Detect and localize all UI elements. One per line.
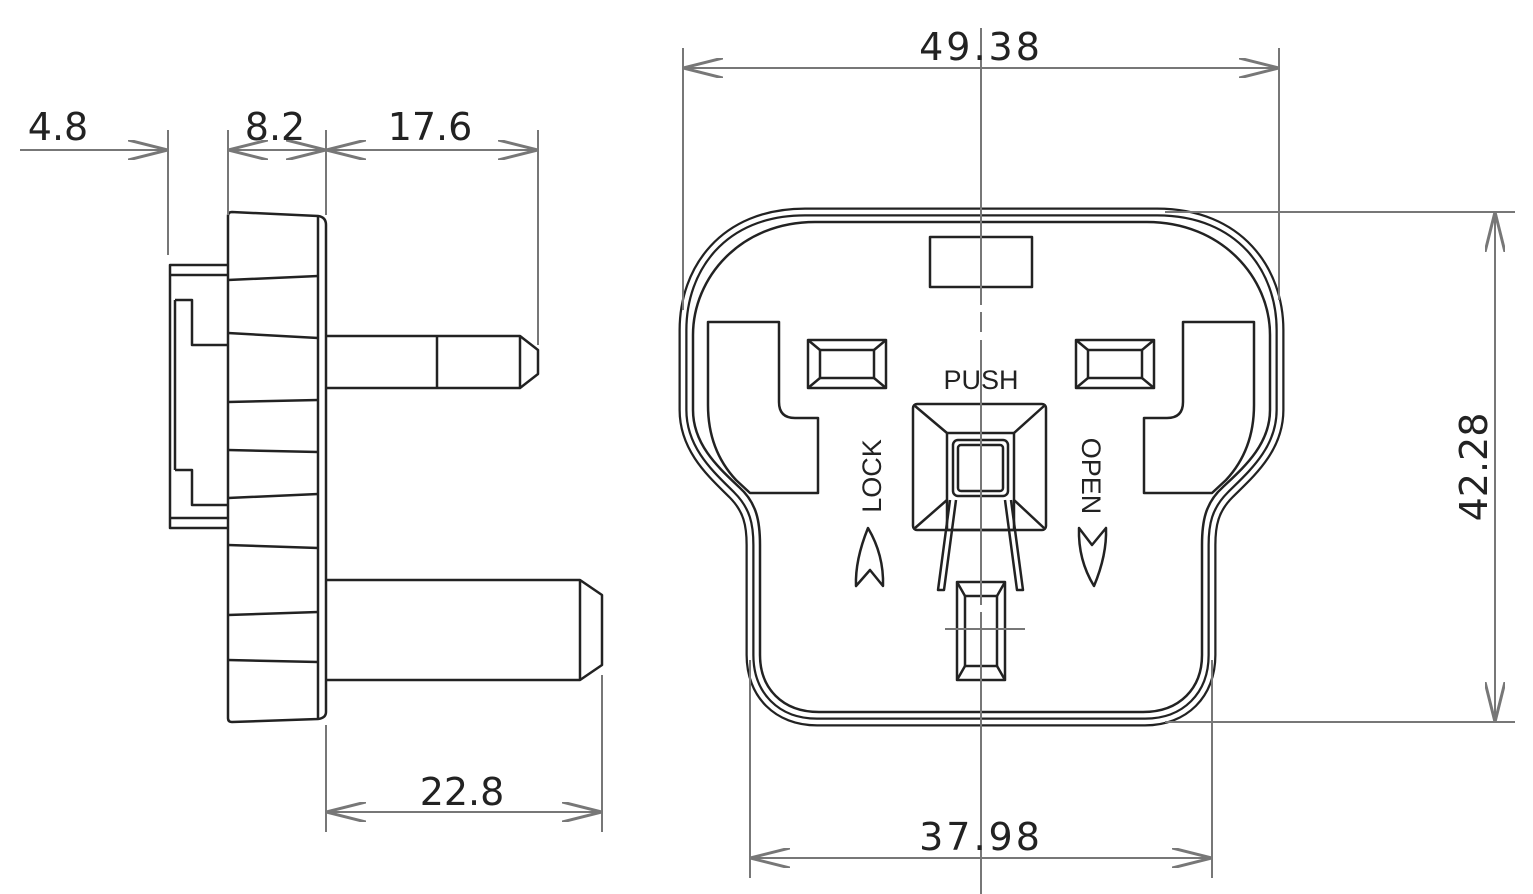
dim-22-8: 22.8 — [420, 770, 505, 814]
side-view-back-housing — [168, 263, 228, 530]
dim-37-98: 37.98 — [919, 815, 1043, 859]
front-view-dimensions: 49.38 42.28 37.98 — [682, 25, 1515, 878]
lock-label: LOCK — [857, 439, 887, 513]
front-view-outline — [678, 207, 1285, 727]
open-arrow-icon — [1077, 526, 1108, 588]
side-view: 4.8 8.2 17.6 22.8 — [20, 105, 604, 832]
side-view-dimensions: 4.8 8.2 17.6 22.8 — [20, 105, 603, 832]
left-pin-slot — [706, 320, 820, 495]
side-view-flange — [226, 210, 328, 724]
left-indicator-window — [806, 338, 888, 390]
open-label: OPEN — [1076, 438, 1106, 515]
side-view-long-pin — [326, 578, 604, 682]
dim-42-28: 42.28 — [1452, 413, 1496, 522]
side-view-short-pin — [326, 334, 540, 390]
dim-8-2: 8.2 — [245, 105, 305, 149]
front-view: PUSH LOCK OPEN 49.38 42.28 — [678, 25, 1515, 894]
dim-49-38: 49.38 — [919, 25, 1043, 69]
dim-17-6: 17.6 — [388, 105, 473, 149]
right-indicator-window — [1074, 338, 1156, 390]
right-pin-slot — [1142, 320, 1256, 495]
dim-4-8: 4.8 — [28, 105, 88, 149]
lock-arrow-icon — [854, 526, 885, 588]
push-button — [911, 402, 1048, 592]
